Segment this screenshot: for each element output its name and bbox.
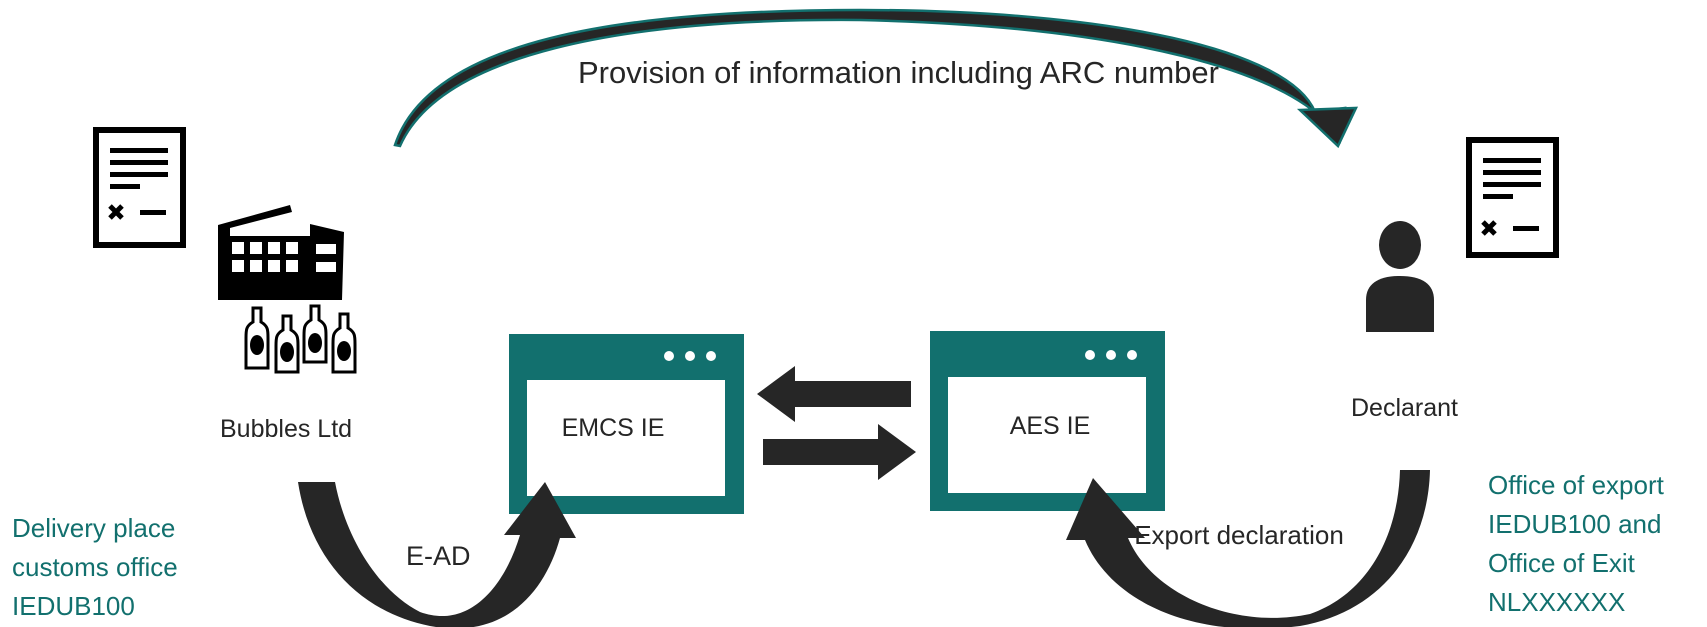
top-arrow-label: Provision of information including ARC n… (578, 55, 1219, 90)
exchange-arrow-left (757, 366, 911, 422)
office-of-export-note: Office of export IEDUB100 and Office of … (1488, 470, 1664, 617)
delivery-place-note: Delivery place customs office IEDUB100 (12, 513, 178, 621)
declarant-name: Declarant (1351, 394, 1458, 422)
export-declaration-flow-label: Export declaration (1134, 520, 1344, 550)
ead-flow-label: E-AD (406, 541, 471, 571)
ead-curved-arrow (298, 482, 576, 627)
top-curved-arrow (393, 8, 1359, 149)
person-icon (1366, 221, 1434, 332)
factory-with-bottles-icon (218, 205, 357, 374)
aes-system-label: AES IE (1009, 412, 1091, 440)
aes-window (930, 331, 1165, 511)
document-icon (93, 127, 186, 248)
emcs-window (509, 334, 744, 514)
document-icon (1466, 137, 1559, 258)
export-declaration-curved-arrow (1066, 470, 1430, 627)
emcs-system-label: EMCS IE (561, 414, 665, 442)
exchange-arrow-right (763, 424, 916, 480)
trader-name: Bubbles Ltd (220, 415, 353, 443)
